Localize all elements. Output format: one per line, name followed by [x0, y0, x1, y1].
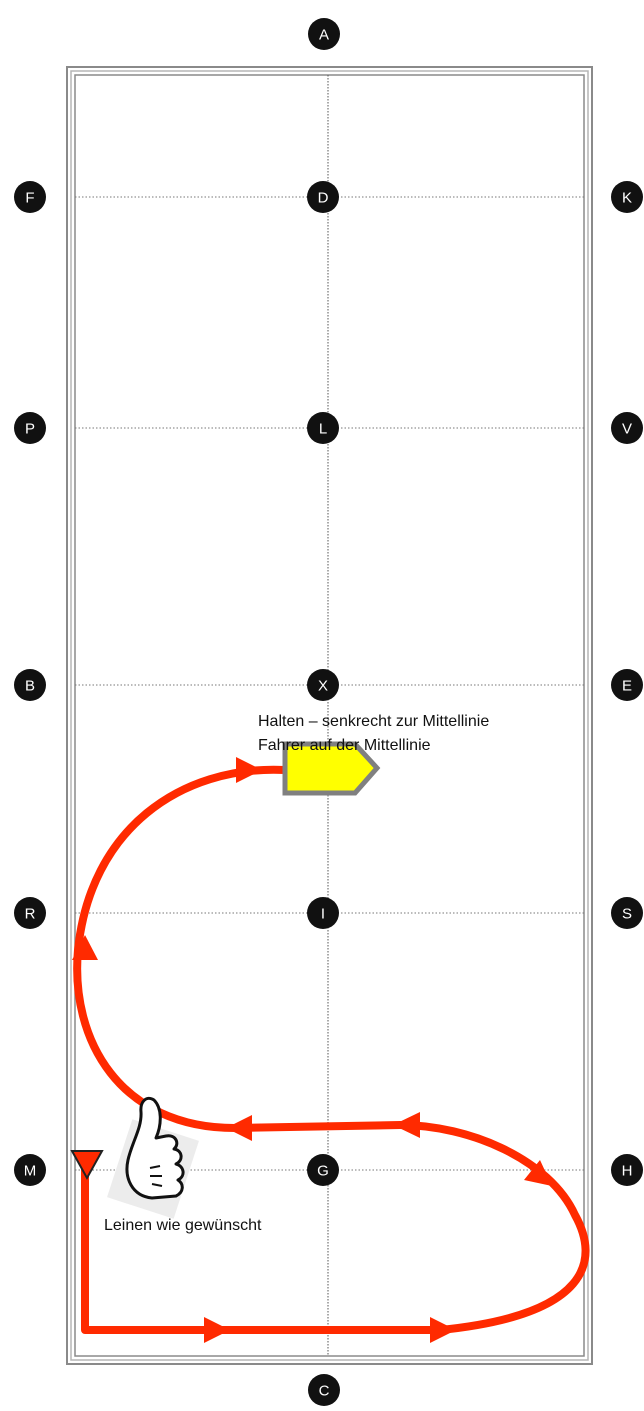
- direction-arrow: [72, 935, 98, 960]
- thumbs-up-icon: [107, 1096, 199, 1219]
- svg-text:G: G: [317, 1163, 329, 1180]
- marker-left: B: [14, 669, 46, 701]
- marker-left: M: [14, 1154, 46, 1186]
- route-path: [73, 765, 590, 1334]
- svg-text:S: S: [622, 906, 632, 923]
- arena-boundary: [66, 66, 593, 1365]
- halt-carriage-icon: [282, 741, 381, 796]
- svg-text:C: C: [319, 1383, 330, 1400]
- direction-arrow: [393, 1112, 420, 1138]
- marker-right: H: [611, 1154, 643, 1186]
- marker-center: G: [307, 1154, 339, 1186]
- direction-arrow: [226, 1115, 252, 1141]
- svg-text:M: M: [24, 1163, 37, 1180]
- svg-text:E: E: [622, 678, 632, 695]
- marker-left: P: [14, 412, 46, 444]
- svg-text:P: P: [25, 421, 35, 438]
- svg-text:D: D: [318, 190, 329, 207]
- marker-right: K: [611, 181, 643, 213]
- direction-arrows: [72, 757, 552, 1343]
- direction-arrow: [204, 1317, 230, 1343]
- halt-instruction-line2: Fahrer auf der Mittellinie: [258, 737, 431, 754]
- start-triangle-icon: [70, 1150, 104, 1181]
- marker-right: V: [611, 412, 643, 444]
- marker-center: X: [307, 669, 339, 701]
- svg-text:H: H: [622, 1163, 633, 1180]
- marker-right: S: [611, 897, 643, 929]
- direction-arrow: [236, 757, 262, 783]
- direction-arrow: [524, 1160, 552, 1186]
- svg-text:F: F: [25, 190, 34, 207]
- svg-text:A: A: [319, 27, 329, 44]
- svg-text:I: I: [321, 906, 325, 923]
- marker-center: D: [307, 181, 339, 213]
- marker-bottom: C: [308, 1374, 340, 1406]
- svg-text:K: K: [622, 190, 632, 207]
- halt-instruction-line1: Halten – senkrecht zur Mittellinie: [258, 713, 489, 730]
- marker-left: F: [14, 181, 46, 213]
- svg-text:V: V: [622, 421, 632, 438]
- svg-text:B: B: [25, 678, 35, 695]
- marker-top: A: [308, 18, 340, 50]
- marker-center: L: [307, 412, 339, 444]
- marker-right: E: [611, 669, 643, 701]
- marker-left: R: [14, 897, 46, 929]
- direction-arrow: [430, 1317, 456, 1343]
- reins-instruction: Leinen wie gewünscht: [104, 1217, 262, 1234]
- svg-text:L: L: [319, 421, 327, 438]
- marker-center: I: [307, 897, 339, 929]
- svg-text:R: R: [25, 906, 36, 923]
- reference-lines: [75, 196, 584, 1171]
- svg-text:X: X: [318, 678, 328, 695]
